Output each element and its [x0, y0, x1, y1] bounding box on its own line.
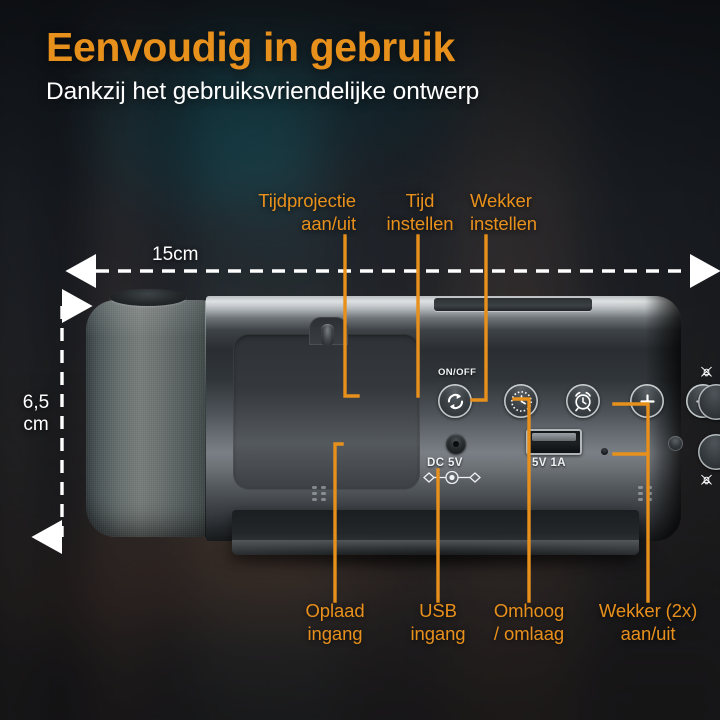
callout-usb-input: USB ingang — [410, 600, 466, 644]
callout-charge-input: Oplaad ingang — [305, 600, 365, 644]
device-body: ON/OFF — [206, 296, 720, 541]
usb-port[interactable] — [526, 429, 582, 455]
callout-projection-toggle: Tijdprojectie aan/uit — [258, 190, 356, 234]
plus-icon — [639, 393, 655, 409]
alarm2-toggle-icons: 2 — [699, 472, 720, 487]
alarm-clock-icon — [575, 391, 591, 412]
device-right-cap — [645, 296, 681, 541]
bell-off-icon — [701, 474, 712, 485]
alarm1-toggle-icons: 1 — [699, 364, 720, 379]
projector-lens-icon — [110, 289, 186, 306]
page-subtitle: Dankzij het gebruiksvriendelijke ontwerp — [46, 78, 480, 106]
callout-up-down: Omhoog / omlaag — [493, 600, 565, 644]
vent-right — [638, 486, 652, 502]
set-time-button[interactable] — [504, 384, 538, 418]
clock-icon — [510, 390, 532, 412]
device-left-cap — [86, 300, 208, 537]
projection-power-button[interactable] — [438, 384, 472, 418]
battery-screw-icon — [321, 324, 334, 346]
device-cap-texture — [86, 300, 208, 537]
alarm1-toggle-switch[interactable] — [698, 384, 720, 420]
onoff-label: ON/OFF — [438, 367, 477, 378]
reset-hole-icon — [601, 448, 608, 455]
refresh-icon — [447, 393, 463, 409]
dc-port-label: DC 5V — [427, 457, 463, 469]
dc-power-port[interactable] — [446, 434, 466, 454]
alarm2-toggle-switch[interactable] — [698, 434, 720, 470]
page-title: Eenvoudig in gebruik — [46, 24, 455, 70]
bell-off-icon — [701, 366, 712, 377]
vent-left — [312, 486, 326, 502]
height-dimension-label: 6,5 cm — [22, 392, 50, 436]
alarm1-toggle-knob[interactable] — [698, 384, 720, 420]
callout-set-time: Tijd instellen — [386, 190, 454, 234]
alarm2-toggle-knob[interactable] — [698, 434, 720, 470]
product-device-image: ON/OFF — [86, 289, 720, 570]
width-dimension-label: 15cm — [152, 244, 199, 265]
device-shadow — [206, 544, 666, 570]
callout-alarm-toggles: Wekker (2x) aan/uit — [598, 600, 698, 644]
sensor-icon — [668, 436, 683, 451]
device-top-slot — [434, 298, 592, 311]
header: Eenvoudig in gebruik Dankzij het gebruik… — [46, 24, 686, 106]
battery-panel — [233, 317, 420, 490]
set-alarm-button[interactable] — [566, 384, 600, 418]
callout-set-alarm: Wekker instellen — [470, 190, 537, 234]
volume-up-button[interactable] — [630, 384, 664, 418]
usb-port-label: 5V 1A — [532, 457, 566, 469]
dc-polarity-icon — [423, 471, 481, 484]
